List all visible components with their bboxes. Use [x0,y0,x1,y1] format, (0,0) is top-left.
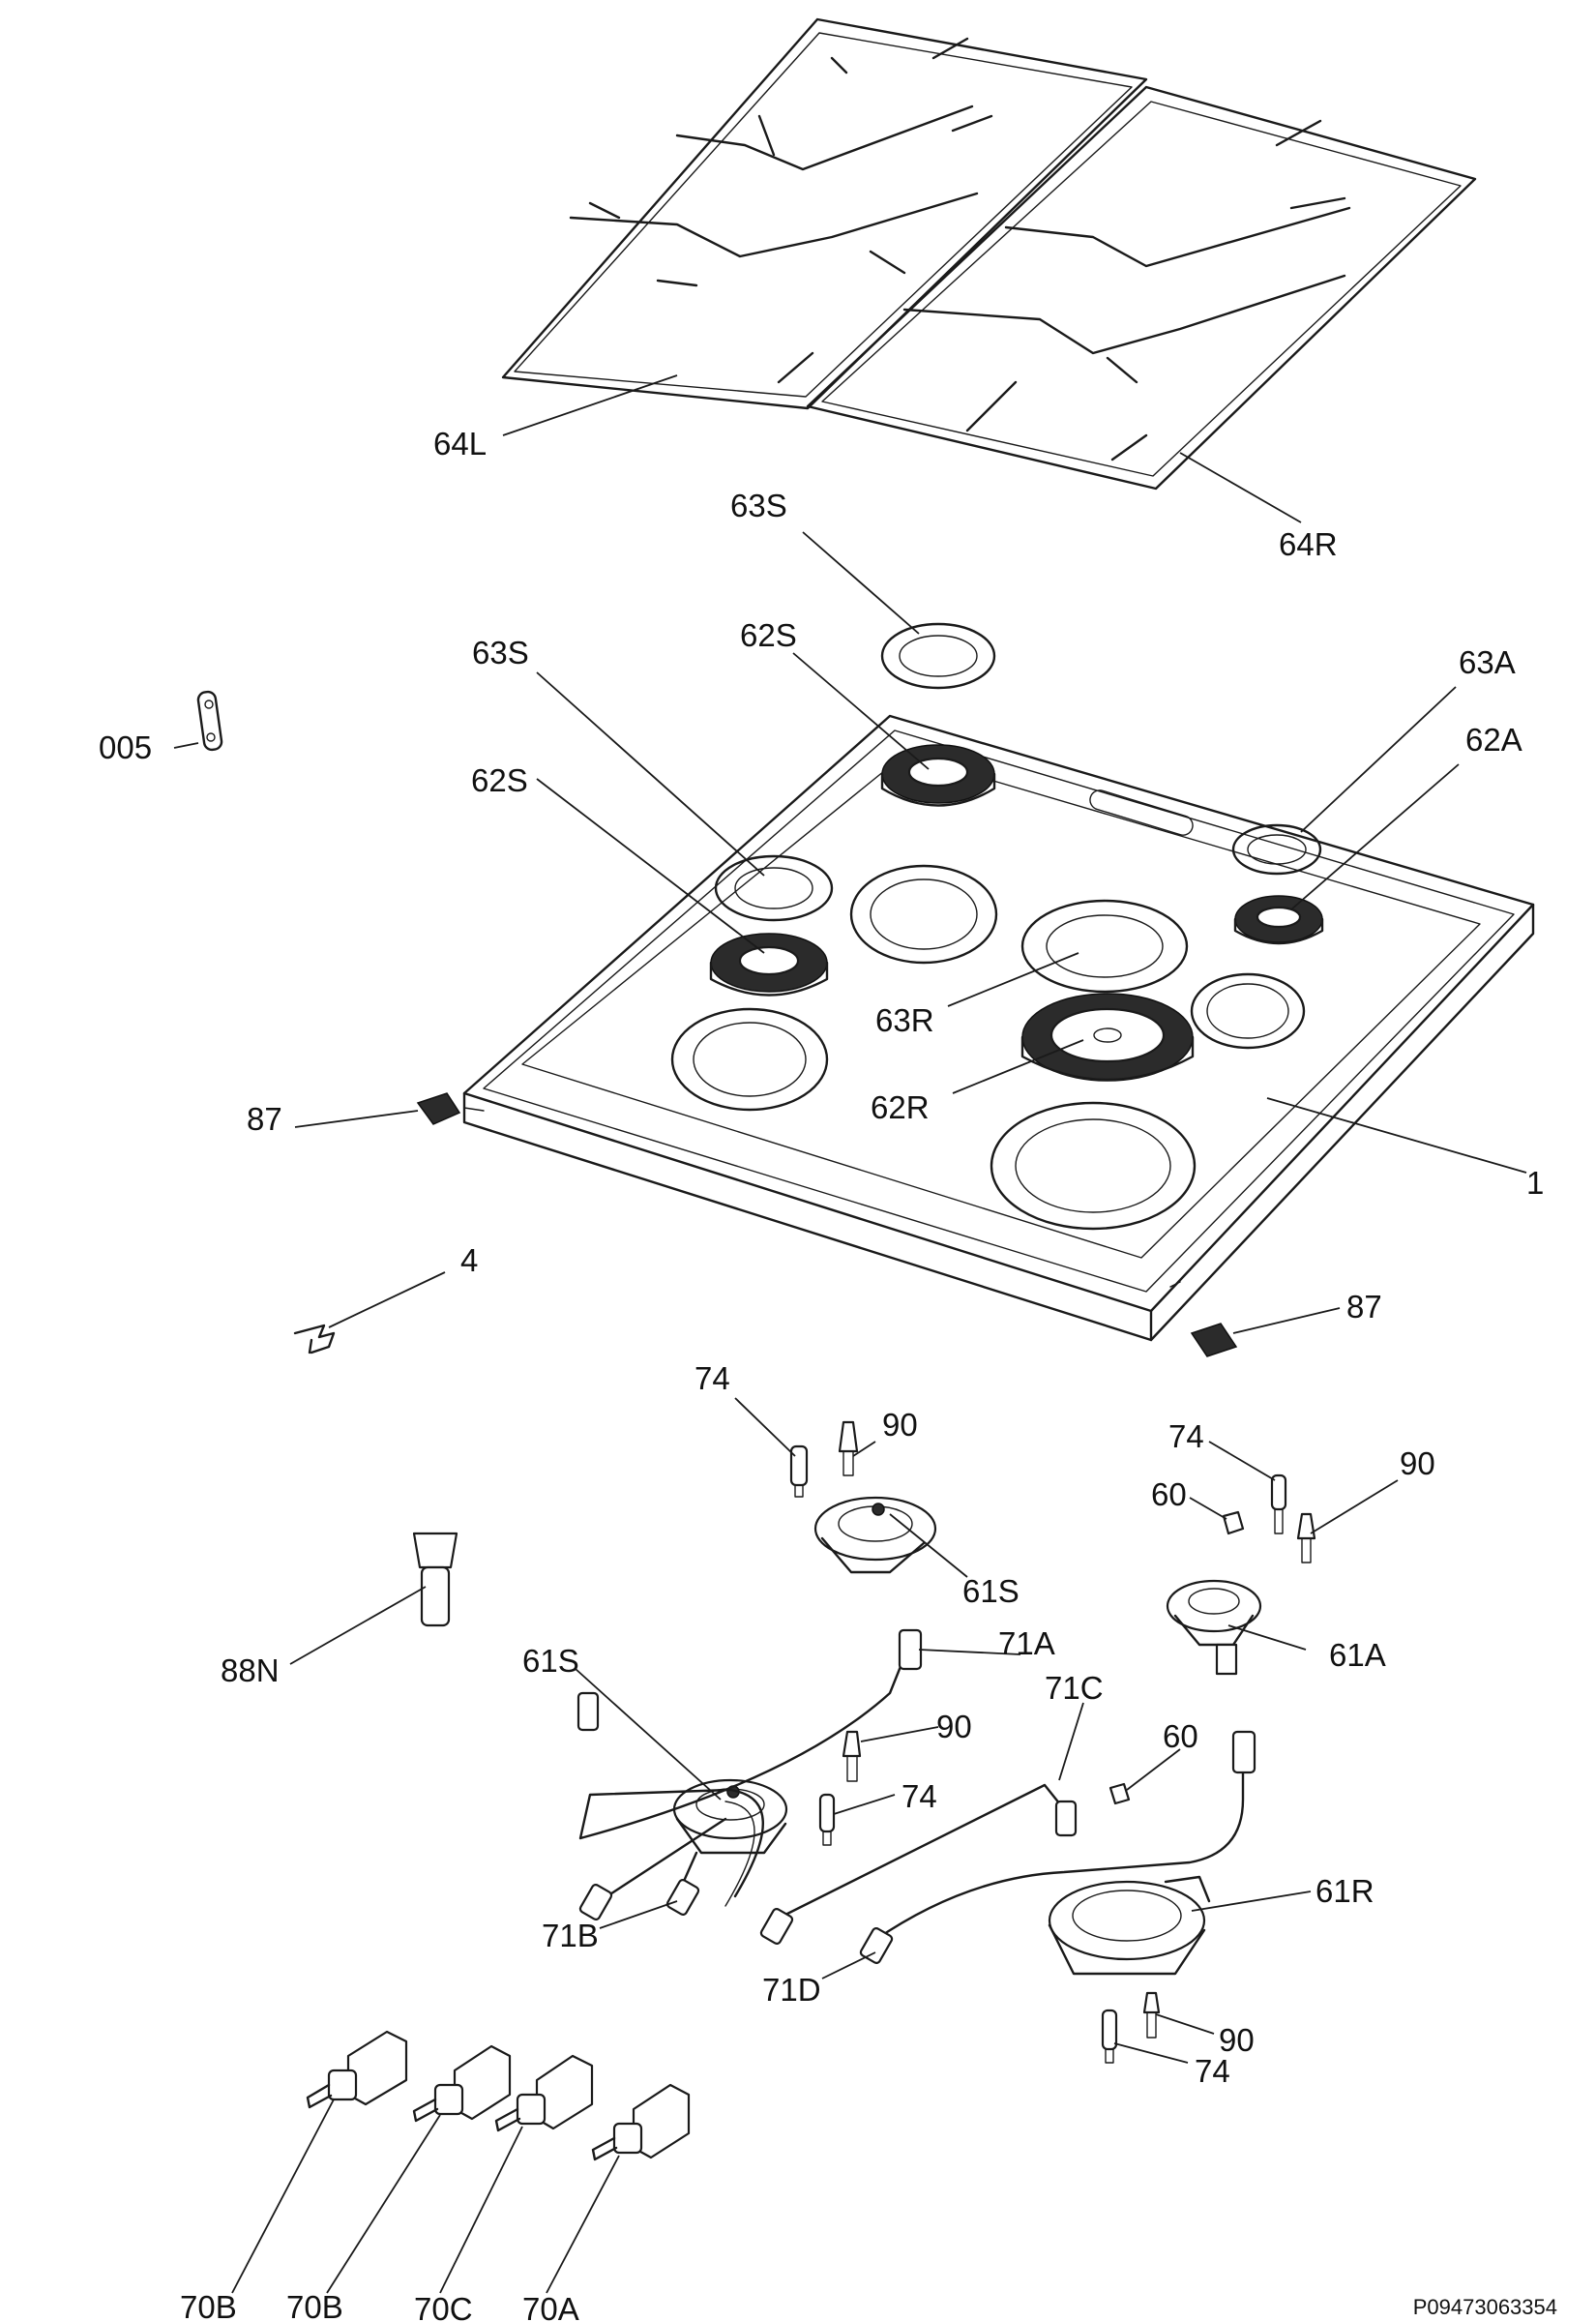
part-60-b-nut [1108,1782,1131,1805]
callout-70C: 70C [414,2291,473,2322]
callout-64L: 64L [433,426,487,461]
callout-71C: 71C [1045,1670,1104,1706]
callout-62S-top: 62S [740,617,797,653]
gas-tap-70B-b [412,2044,512,2123]
burner-crown-62A [1233,895,1324,945]
burner-recess-rear-right [1190,972,1306,1050]
callout-90-c: 90 [936,1709,972,1744]
callout-90-b: 90 [1400,1445,1435,1481]
gas-tap-70A [591,2083,691,2161]
burner-recess-rear-left [849,864,998,965]
callout-61A: 61A [1329,1637,1386,1673]
burner-cap-63S-top [880,622,996,690]
gas-pipe-71B [578,1817,727,1920]
burner-crown-62S-left [709,933,829,997]
drawing-reference-number: P09473063354 [1413,2295,1557,2319]
callout-60-a: 60 [1151,1476,1187,1512]
gas-pipe-71C [759,1783,1078,1945]
thermocouple-74-d [1101,2009,1118,2064]
gas-tap-70C [494,2054,594,2132]
callout-70B-a: 70B [180,2289,237,2322]
burner-recess-front-left [670,1007,829,1112]
callout-005: 005 [99,729,152,765]
leader-lines [173,374,1527,2294]
callout-1: 1 [1526,1165,1544,1201]
callout-62S-left: 62S [471,762,528,798]
callout-62R: 62R [871,1089,930,1125]
callout-63R: 63R [875,1002,934,1038]
callout-71D: 71D [762,1972,821,2008]
callout-63S-top: 63S [730,488,787,523]
gas-pipe-71A [576,1628,923,1907]
burner-cap-63A [1231,823,1322,876]
callout-63A: 63A [1459,644,1516,680]
callout-62A: 62A [1465,722,1522,758]
burner-cap-63S-left [714,854,834,922]
callout-88N: 88N [221,1652,280,1688]
nozzle-88N [412,1532,458,1627]
callout-71A: 71A [998,1625,1055,1661]
callout-64R: 64R [1279,526,1338,562]
part-4-clip [293,1324,336,1354]
spark-electrode-90-d [1142,1991,1161,2039]
part-87-right-foot [1190,1323,1238,1357]
callout-74-b: 74 [1168,1418,1204,1454]
pan-support-left [501,17,1148,410]
spark-electrode-90-b [1296,1512,1316,1563]
spark-electrode-90-a [838,1420,859,1476]
thermocouple-74-b [1270,1474,1287,1534]
hob-top [462,714,1535,1342]
thermocouple-74-c [818,1793,836,1846]
callout-74-d: 74 [1195,2053,1230,2089]
callout-90-d: 90 [1219,2022,1255,2058]
callout-70A: 70A [522,2291,579,2322]
gas-tap-70B-a [306,2030,408,2109]
burner-body-61R [1048,1875,1211,1976]
burner-body-61A [1166,1579,1262,1676]
gas-pipe-71D [859,1730,1256,1964]
callout-61R: 61R [1315,1873,1374,1909]
burner-crown-62S-top [880,744,996,807]
callout-90-a: 90 [882,1407,918,1443]
part-87-left-foot [416,1092,461,1125]
callout-74-c: 74 [901,1778,937,1814]
part-60-a-nut [1222,1510,1245,1535]
callout-71B: 71B [542,1918,599,1953]
callout-4: 4 [460,1242,478,1278]
burner-crown-62R [1020,993,1195,1082]
callout-60-b: 60 [1163,1718,1198,1754]
part-005-bracket [196,690,223,752]
callout-63S-left: 63S [472,635,529,670]
callout-74-a: 74 [695,1360,730,1396]
callout-70B-b: 70B [286,2289,343,2322]
spark-electrode-90-c [842,1730,862,1782]
pan-support-right [806,85,1477,491]
burner-body-61S-a [813,1496,937,1574]
callout-61S-a: 61S [962,1573,1020,1609]
burner-cap-63R [1020,899,1189,994]
callout-61S-b: 61S [522,1643,579,1679]
callout-87-right: 87 [1346,1289,1382,1325]
burner-recess-front-right [990,1101,1197,1231]
callout-87-left: 87 [247,1101,282,1137]
